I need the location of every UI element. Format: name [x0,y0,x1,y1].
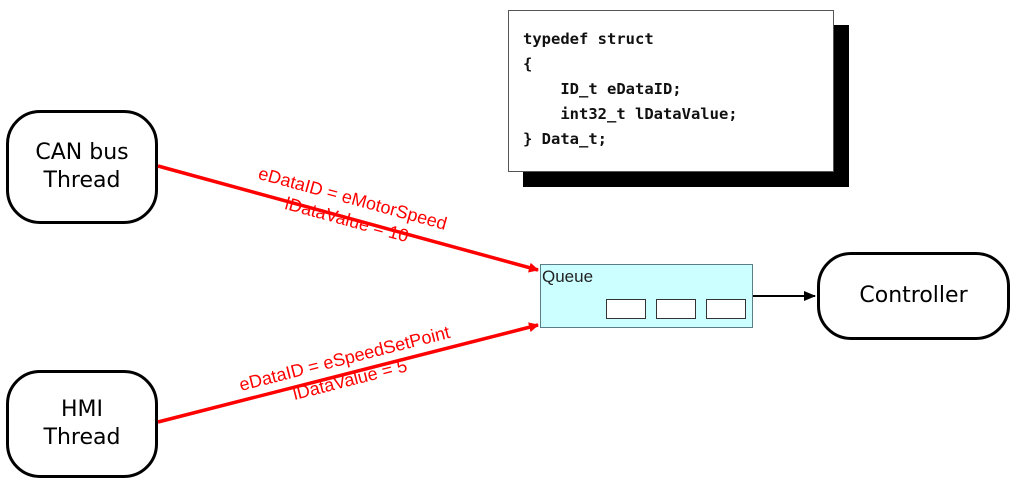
queue-slot [706,299,746,319]
struct-code-box: typedef struct { ID_t eDataID; int32_t l… [508,10,834,172]
code-line: { [523,55,533,73]
queue-slot [656,299,696,319]
can-bus-thread-node: CAN bus Thread [6,110,158,224]
queue-slot [606,299,646,319]
can-to-queue-arrow [157,164,539,273]
queue-label: Queue [542,267,594,286]
queue-box: Queue [540,264,753,328]
controller-node: Controller [817,252,1010,340]
code-line: typedef struct [523,30,654,48]
code-line: ID_t eDataID; [523,80,682,98]
code-line: int32_t lDataValue; [523,105,738,123]
hmi-thread-node: HMI Thread [6,370,158,478]
hmi-to-queue-arrow [157,322,539,424]
code-line: } Data_t; [523,130,607,148]
